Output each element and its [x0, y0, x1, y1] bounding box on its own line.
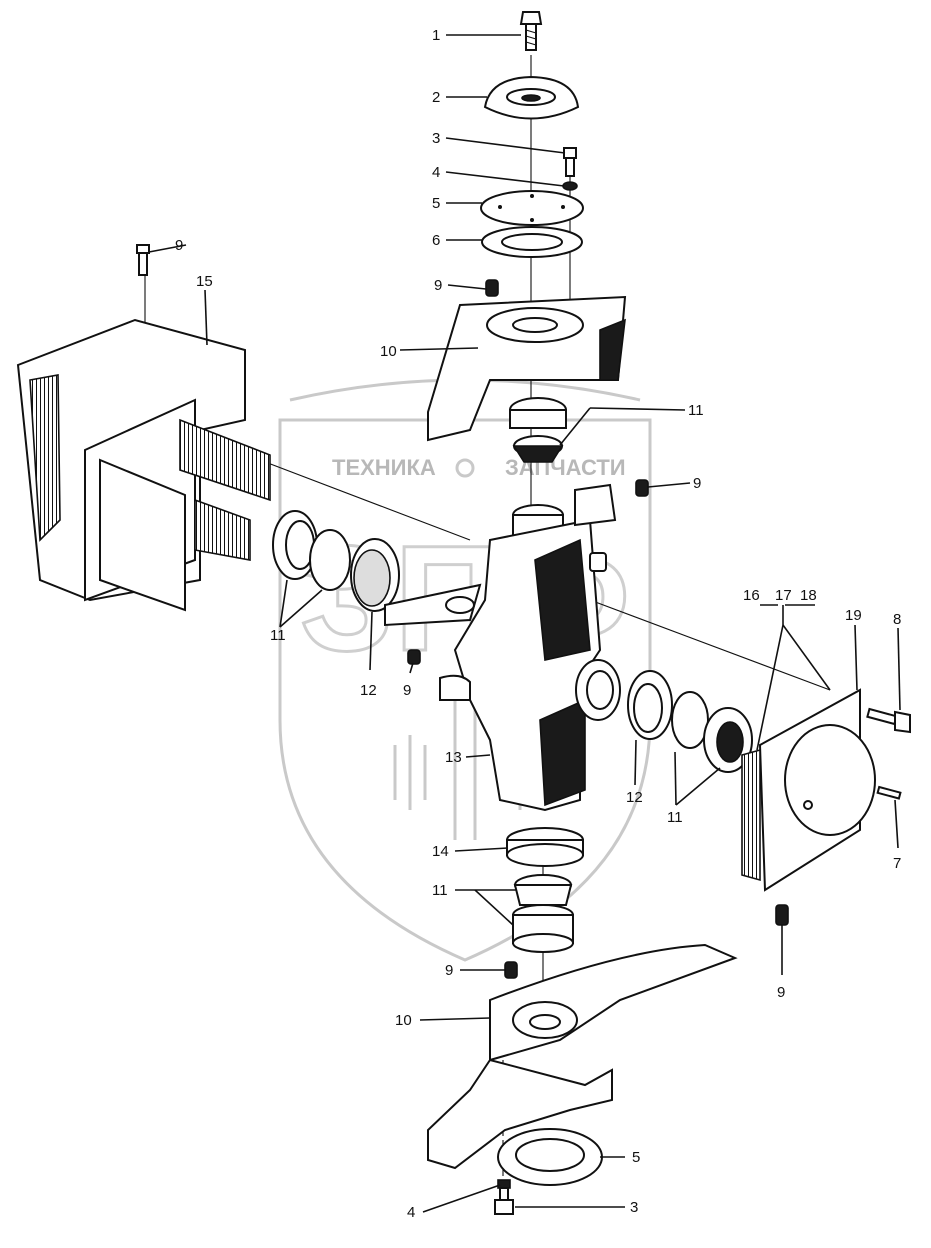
housing-part-15	[16, 318, 271, 612]
callout-9-lower: 9	[445, 962, 453, 979]
cover-part-19	[741, 688, 876, 892]
callout-1: 1	[432, 27, 440, 44]
callout-9-left: 9	[175, 237, 183, 254]
callout-11-left: 11	[270, 627, 286, 644]
callout-9-lower-right: 9	[777, 984, 785, 1001]
bolt-part-3	[562, 147, 578, 191]
gear-icon	[455, 458, 475, 478]
callout-9-upper: 9	[434, 277, 442, 294]
leader-lines	[148, 34, 901, 1213]
bearing-part-11-left	[272, 510, 351, 591]
bearing-part-11-right	[671, 691, 753, 773]
arm-part-10-lower	[427, 943, 738, 1170]
bearing-part-11-lower	[512, 874, 574, 953]
plate-part-5	[480, 190, 584, 226]
callout-12-right: 12	[626, 789, 643, 806]
callout-11-right: 11	[667, 809, 683, 826]
grease-fitting-mid-right	[635, 479, 649, 497]
bolt-part-1	[519, 11, 543, 51]
bearing-part-11-upper	[509, 397, 567, 463]
callout-14: 14	[432, 843, 449, 860]
callout-6: 6	[432, 232, 440, 249]
callout-4: 4	[432, 164, 440, 181]
callout-2: 2	[432, 89, 440, 106]
callout-12-left: 12	[360, 682, 377, 699]
callout-8: 8	[893, 611, 901, 628]
callout-19: 19	[845, 607, 862, 624]
boss-right	[575, 659, 621, 721]
callout-15: 15	[196, 273, 213, 290]
callout-5: 5	[432, 195, 440, 212]
cap-part-2	[483, 75, 580, 120]
callout-4-lower: 4	[407, 1204, 415, 1221]
bolt-part-8	[866, 707, 911, 734]
callout-7: 7	[893, 855, 901, 872]
callout-5-lower: 5	[632, 1149, 640, 1166]
callout-3: 3	[432, 130, 440, 147]
bolt-part-3-lower	[494, 1179, 514, 1215]
callout-3-lower: 3	[630, 1199, 638, 1216]
ring-part-12-right	[627, 670, 673, 740]
callout-13: 13	[445, 749, 462, 766]
callout-labels: 1 2 3 4 5 6 9 9 15 10 11 9 11 12 9 16 17…	[175, 27, 901, 1221]
callout-16: 16	[743, 587, 760, 604]
callout-11-upper: 11	[688, 402, 704, 419]
callout-9-mid-right: 9	[693, 475, 701, 492]
wheat-icon	[393, 700, 537, 840]
plate-part-5-lower	[497, 1128, 603, 1186]
watermark-shield	[278, 418, 652, 962]
grease-fitting-left	[136, 244, 150, 276]
grease-fitting-mid-left	[407, 649, 421, 665]
callout-11-lower: 11	[432, 882, 448, 899]
ring-part-12-left	[350, 538, 400, 612]
watermark-brand-left: ТЕХНИКА	[332, 455, 436, 480]
callout-9-mid-left: 9	[403, 682, 411, 699]
grease-fitting-lower-right	[775, 904, 789, 926]
body-part-13	[384, 483, 617, 812]
arm-part-10-upper	[427, 295, 627, 442]
callout-17: 17	[775, 587, 792, 604]
callout-10-upper: 10	[380, 343, 397, 360]
grease-fitting-lower	[504, 961, 518, 979]
pin-part-7	[876, 785, 902, 800]
callout-18: 18	[800, 587, 817, 604]
grease-fitting-upper	[485, 279, 499, 297]
seal-part-14	[506, 827, 584, 867]
callout-10-lower: 10	[395, 1012, 412, 1029]
gasket-part-6	[481, 226, 583, 258]
